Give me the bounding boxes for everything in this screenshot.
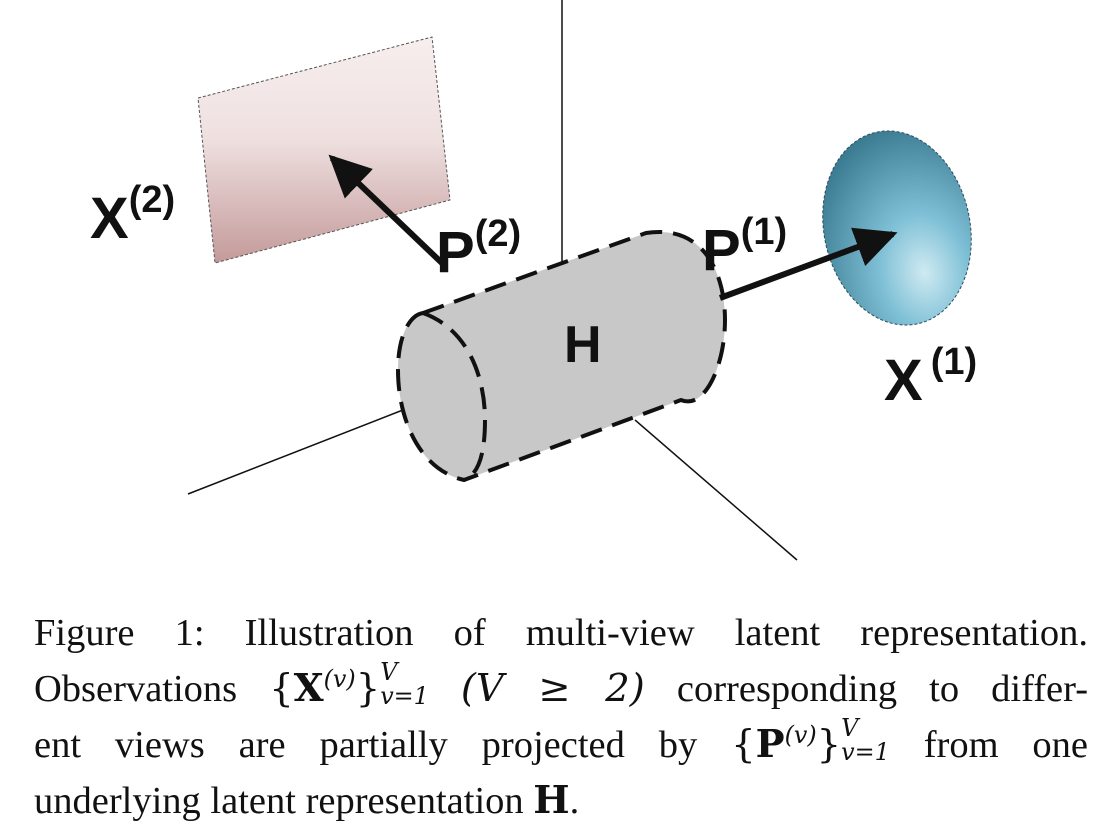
projection-arrow-p2: [328, 154, 447, 268]
caption-line-4: underlying latent representation H.: [34, 778, 580, 823]
caption-line-1: Figure 1: Illustration of multi-view lat…: [34, 612, 1088, 654]
label-x2: X(2): [90, 179, 175, 251]
projection-arrow-p1: [718, 227, 898, 301]
label-h: H: [564, 316, 602, 374]
view-plane-x2: [197, 36, 451, 264]
label-x1: X(1): [884, 341, 977, 413]
label-p1: P(1): [702, 211, 787, 283]
latent-cylinder-h: [396, 229, 727, 482]
view-ellipse-x1: [822, 130, 972, 326]
figure-caption: Figure 1: Illustration of multi-view lat…: [34, 606, 1088, 829]
caption-line-3: ent views are partially projected by {P(…: [34, 714, 1089, 767]
left-axis: [187, 407, 409, 495]
right-axis: [634, 419, 798, 561]
label-p2: P(2): [436, 213, 521, 285]
multi-view-diagram: X(2) P(2) P(1) H X(1): [90, 0, 977, 561]
